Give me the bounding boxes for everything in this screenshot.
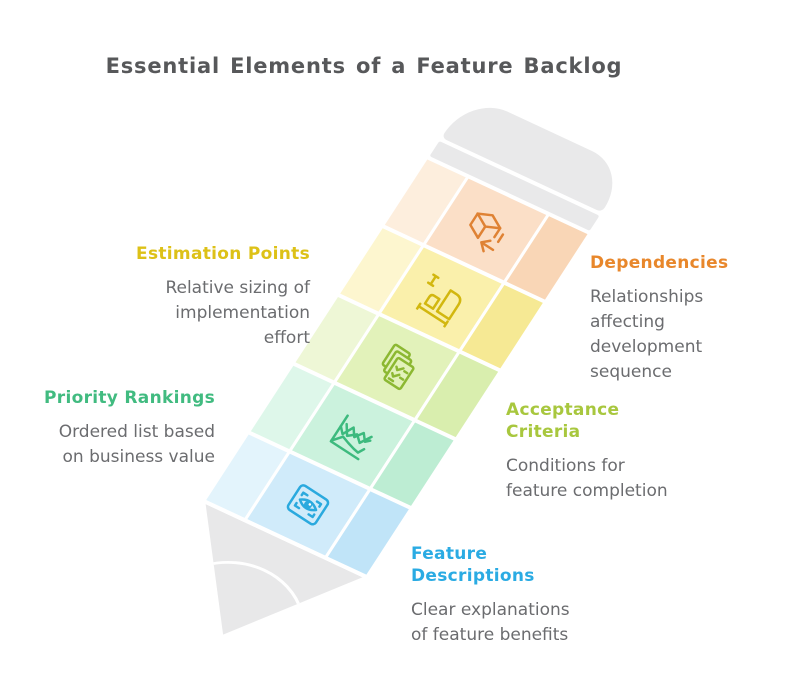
pencil-tip-facet-arc: [143, 536, 336, 672]
callout-body: Conditions for feature completion: [506, 456, 668, 501]
pencil-graphic: [150, 84, 630, 683]
pencil-segment-feature-descriptions: [206, 434, 409, 575]
pencil-segment-dependencies: [384, 159, 588, 300]
callout-acceptance-criteria: Acceptance Criteria Conditions for featu…: [506, 399, 736, 504]
facet-center: [381, 247, 502, 350]
callout-estimation-points: Estimation Points Relative sizing of imp…: [80, 243, 310, 351]
callout-heading: Dependencies: [590, 253, 729, 273]
callout-body: Relative sizing of implementation effort: [165, 278, 310, 348]
pencil-segment-acceptance-criteria: [295, 297, 499, 438]
callout-heading: Priority Rankings: [44, 388, 215, 408]
facet-center: [247, 453, 368, 556]
facet-center: [292, 384, 413, 487]
page-title: Essential Elements of a Feature Backlog: [105, 54, 623, 78]
checklist-icon: [365, 335, 429, 399]
sizing-icon: [410, 266, 474, 330]
callout-heading: Acceptance Criteria: [506, 400, 620, 442]
facet-center: [426, 178, 547, 281]
callout-feature-descriptions: Feature Descriptions Clear explanations …: [411, 543, 651, 648]
eye-viewfinder-icon: [276, 473, 340, 537]
package-icon: [454, 198, 518, 262]
callout-dependencies: Dependencies Relationships affecting dev…: [590, 252, 790, 385]
line-chart-icon: [320, 404, 384, 468]
callout-priority-rankings: Priority Rankings Ordered list based on …: [0, 387, 215, 470]
facet-center: [336, 316, 457, 418]
pencil-segment-estimation-points: [340, 228, 543, 369]
callout-body: Ordered list based on business value: [58, 422, 215, 467]
pencil-body: [143, 94, 630, 672]
callout-heading: Feature Descriptions: [411, 544, 535, 586]
callout-heading: Estimation Points: [136, 244, 310, 264]
callout-body: Relationships affecting development sequ…: [590, 287, 704, 382]
callout-body: Clear explanations of feature benefits: [411, 600, 570, 645]
pencil-segment-priority-rankings: [250, 365, 454, 506]
